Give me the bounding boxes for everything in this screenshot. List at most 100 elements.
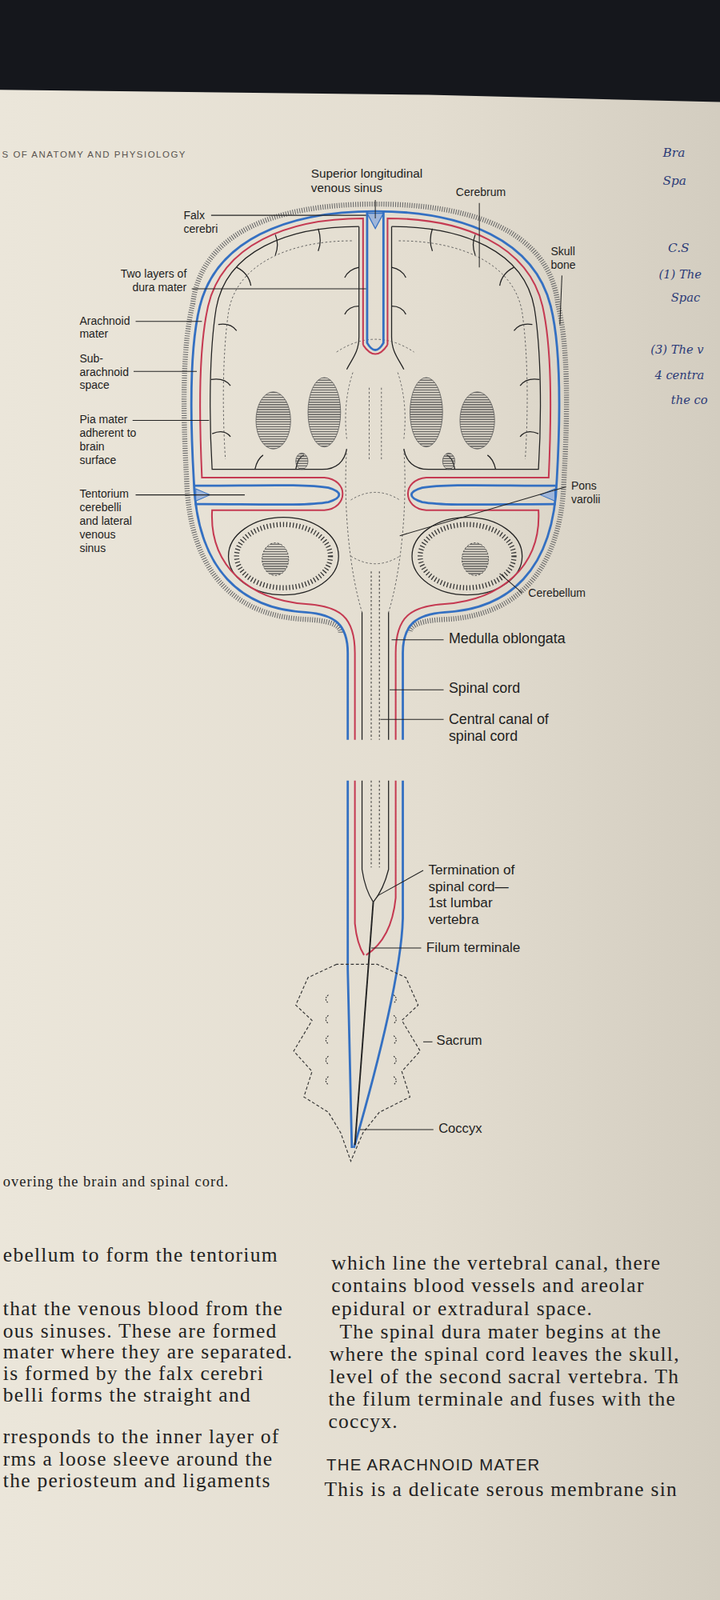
arbor-vitae: [461, 543, 488, 576]
leader-line: [479, 203, 480, 268]
nucleus: [442, 452, 455, 469]
body-text: ous sinuses. These are formed: [3, 1320, 278, 1343]
body-text: that the venous blood from the: [3, 1297, 284, 1320]
medial-surface: [346, 226, 359, 370]
body-text: mater where they are separated.: [3, 1340, 294, 1364]
brain-outline: [210, 226, 541, 470]
part-label: Cerebrum: [456, 185, 506, 200]
body-text: The spinal dura mater begins at the: [340, 1320, 663, 1344]
leader-line: [377, 870, 424, 896]
arachnoid-left: [200, 218, 364, 740]
leader-line: [375, 200, 376, 219]
part-label: Skull bone: [550, 244, 588, 272]
leader-line: [389, 689, 444, 691]
arachnoid-right: [387, 218, 551, 740]
spinal-cord-upper: [362, 571, 389, 740]
part-label: Coccyx: [438, 1120, 482, 1137]
cerebellum-folia: [236, 524, 331, 588]
body-text: This is a delicate serous membrane sin: [324, 1478, 678, 1501]
body-text: contains blood vessels and areolar: [331, 1274, 644, 1297]
grey-matter-line: [398, 240, 528, 460]
sulci: [392, 228, 540, 470]
nucleus: [296, 452, 308, 469]
part-label: Pia mater adherent to brain surface: [79, 412, 139, 467]
handwritten-note: Bra: [663, 145, 686, 160]
cerebellum-folia: [420, 524, 514, 588]
medial-surface: [392, 226, 404, 370]
pons: [351, 492, 400, 564]
part-label: Sub-arachnoid space: [79, 352, 139, 392]
part-label: Falx cerebri: [183, 208, 228, 236]
section-heading: THE ARACHNOID MATER: [326, 1456, 541, 1474]
body-text: rresponds to the inner layer of: [3, 1425, 280, 1448]
part-label: Tentorium cerebelli and lateral venous s…: [79, 487, 143, 555]
body-text: epidural or extradural space.: [331, 1297, 593, 1320]
filum-terminale: [355, 902, 374, 1146]
leader-line: [136, 320, 203, 322]
part-label: Superior longitudinal venous sinus: [311, 166, 444, 196]
body-text: ebellum to form the tentorium: [3, 1244, 279, 1267]
ventricles: [345, 372, 405, 460]
body-text: is formed by the falx cerebri: [3, 1362, 264, 1385]
handwritten-note: the co: [671, 392, 708, 408]
part-label: Filum terminale: [426, 939, 520, 956]
body-text: the filum terminale and fuses with the: [328, 1388, 676, 1411]
inner-brain-lines: [223, 240, 528, 612]
handwritten-note: C.S: [668, 240, 689, 256]
dura-outer: [191, 211, 560, 740]
body-text: rms a loose sleeve around the: [3, 1448, 274, 1471]
body-text: where the spinal cord leaves the skull,: [329, 1343, 680, 1366]
sacrum: [293, 964, 420, 1161]
basal-nuclei: [256, 377, 495, 470]
leader-line: [132, 420, 210, 421]
body-text: level of the second sacral vertebra. Th: [329, 1365, 680, 1388]
leader-line: [392, 639, 444, 640]
nucleus: [256, 392, 291, 449]
part-label: Central canal of spinal cord: [448, 711, 576, 746]
leader-line: [500, 573, 523, 593]
handwritten-note: (1) The: [659, 267, 702, 282]
handwritten-note: (3) The v: [650, 342, 704, 357]
nucleus: [409, 377, 443, 448]
handwritten-note: 4 centra: [654, 368, 704, 383]
part-label: Spinal cord: [448, 680, 520, 697]
left-hemisphere: [210, 226, 360, 470]
leader-line: [423, 1041, 432, 1043]
photo-background: [0, 0, 720, 103]
arbor-vitae: [262, 543, 289, 576]
body-text: the periosteum and ligaments: [3, 1469, 272, 1492]
tentorium: [411, 485, 556, 505]
arachnoid-falx: [363, 344, 388, 354]
part-label: Cerebellum: [528, 586, 586, 600]
part-label: Sacrum: [436, 1032, 483, 1049]
cerebellum: [228, 517, 523, 596]
figure-caption: overing the brain and spinal cord.: [3, 1172, 229, 1191]
central-canal: [371, 780, 380, 868]
dura-mater: [191, 211, 560, 1148]
leader-line: [211, 215, 367, 216]
leader-line: [192, 288, 367, 289]
sacral-foramina: [325, 995, 396, 1085]
part-label: Pons varolii: [571, 479, 612, 507]
sulci: [211, 228, 360, 470]
leader-line: [371, 947, 421, 948]
running-head: S OF ANATOMY AND PHYSIOLOGY: [2, 149, 187, 161]
nucleus: [460, 392, 495, 449]
grey-matter-line: [223, 240, 352, 460]
falx-cerebri: [367, 211, 384, 350]
leader-line: [380, 719, 444, 720]
leader-line: [136, 494, 245, 496]
spinal-cord-lower: [355, 780, 389, 1145]
spinal-arachnoid: [355, 780, 396, 956]
leader-line: [400, 486, 567, 536]
body-text: coccyx.: [328, 1410, 398, 1433]
spinal-cord: [362, 612, 389, 740]
sacrum-outline: [293, 964, 420, 1161]
body-text: which line the vertebral canal, there: [331, 1252, 661, 1275]
nucleus: [308, 377, 341, 448]
leader-line: [560, 275, 563, 324]
central-canal: [371, 571, 380, 740]
part-label: Termination of spinal cord— 1st lumbar v…: [428, 861, 525, 928]
